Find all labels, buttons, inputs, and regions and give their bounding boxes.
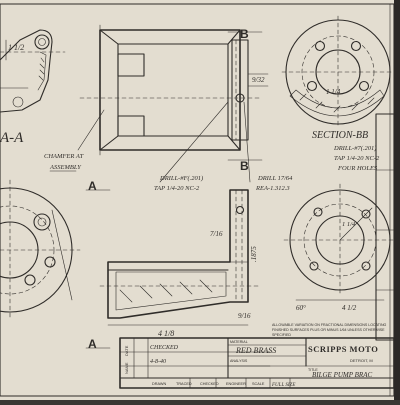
dim-bottom-9-16: 9/16 <box>238 312 251 320</box>
title-label: TITLE <box>308 368 318 372</box>
dim-flange-angle: 60° <box>296 304 306 312</box>
marker-a-bottom: A <box>88 337 97 351</box>
section-b-label: SECTION-BB <box>312 130 368 141</box>
dim-top-left: 1 1/2 <box>8 43 24 52</box>
title-block <box>119 337 395 389</box>
drill-note-center-1: DRILL-#F(.201) <box>159 175 203 182</box>
drill-note-right-2: REA-1.312.3 <box>255 185 290 192</box>
side-label-date: DATE <box>124 345 129 356</box>
drill-note-right-1: DRILL 17/64 <box>257 175 293 182</box>
bottom-side-view <box>99 189 259 326</box>
chamfer-note-line1: CHAMFER AT <box>44 153 84 160</box>
tolerance-note-2: FINISHED SURFACES PLUS OR MINUS 1/64 UNL… <box>272 328 385 332</box>
label-checked: CHECKED <box>200 382 219 386</box>
section-a-label: A-A <box>0 130 24 146</box>
center-top-view <box>79 24 261 156</box>
material-value: RED BRASS <box>235 346 276 355</box>
company-name: SCRIPPS MOTO <box>308 344 378 354</box>
scale-value: FULL SIZE <box>271 383 295 388</box>
label-scale: SCALE <box>252 382 265 386</box>
dim-circle-top: 1 1/4 <box>326 88 341 96</box>
tolerance-note-3: SPECIFIED <box>272 333 291 337</box>
tolerance-note-1: ALLOWABLE VARIATION ON FRACTIONAL DIMENS… <box>272 323 387 327</box>
chamfer-note-line2: ASSEMBLY <box>49 164 82 171</box>
section-b-drill-1: DRILL-#7(.201) <box>333 145 376 152</box>
top-left-view <box>0 29 66 113</box>
photo-edge <box>394 0 400 400</box>
date-value: 4-8-40 <box>150 358 166 365</box>
dim-bottom-7-16: 7/16 <box>210 230 223 238</box>
title-value: BILGE PUMP BRAC <box>312 371 372 379</box>
analysis-label: ANALYSIS <box>230 359 248 363</box>
drill-note-center-2: TAP 1/4-20 NC-2 <box>154 185 200 192</box>
marker-b-top: B <box>240 27 249 41</box>
marker-b-bottom: B <box>240 159 249 173</box>
top-right-circle-view <box>281 15 395 129</box>
marker-a-top: A <box>88 179 97 193</box>
checked-value: CHECKED <box>150 345 179 351</box>
label-engineer: ENGINEER <box>226 382 246 386</box>
company-location: DETROIT, M <box>350 358 373 363</box>
left-flange-view <box>0 179 81 321</box>
side-label-name: NAME <box>124 362 129 374</box>
dim-9-32: 9/32 <box>252 76 265 84</box>
section-b-drill-3: FOUR HOLES <box>337 165 378 172</box>
dim-flange-radius: 1 1/4 <box>342 221 356 228</box>
section-b-drill-2: TAP 1/4-20 NC-2 <box>334 155 380 162</box>
bottom-right-flange-view <box>283 183 395 301</box>
revision-strip <box>375 113 395 341</box>
dim-bottom-height: .1875 <box>250 246 258 262</box>
dim-flange-width: 4 1/2 <box>342 304 357 312</box>
material-label: MATERIAL <box>230 340 248 344</box>
dim-bottom-width: 4 1/8 <box>158 329 174 338</box>
label-drawn: DRAWN <box>152 382 166 386</box>
label-traced: TRACED <box>176 382 192 386</box>
